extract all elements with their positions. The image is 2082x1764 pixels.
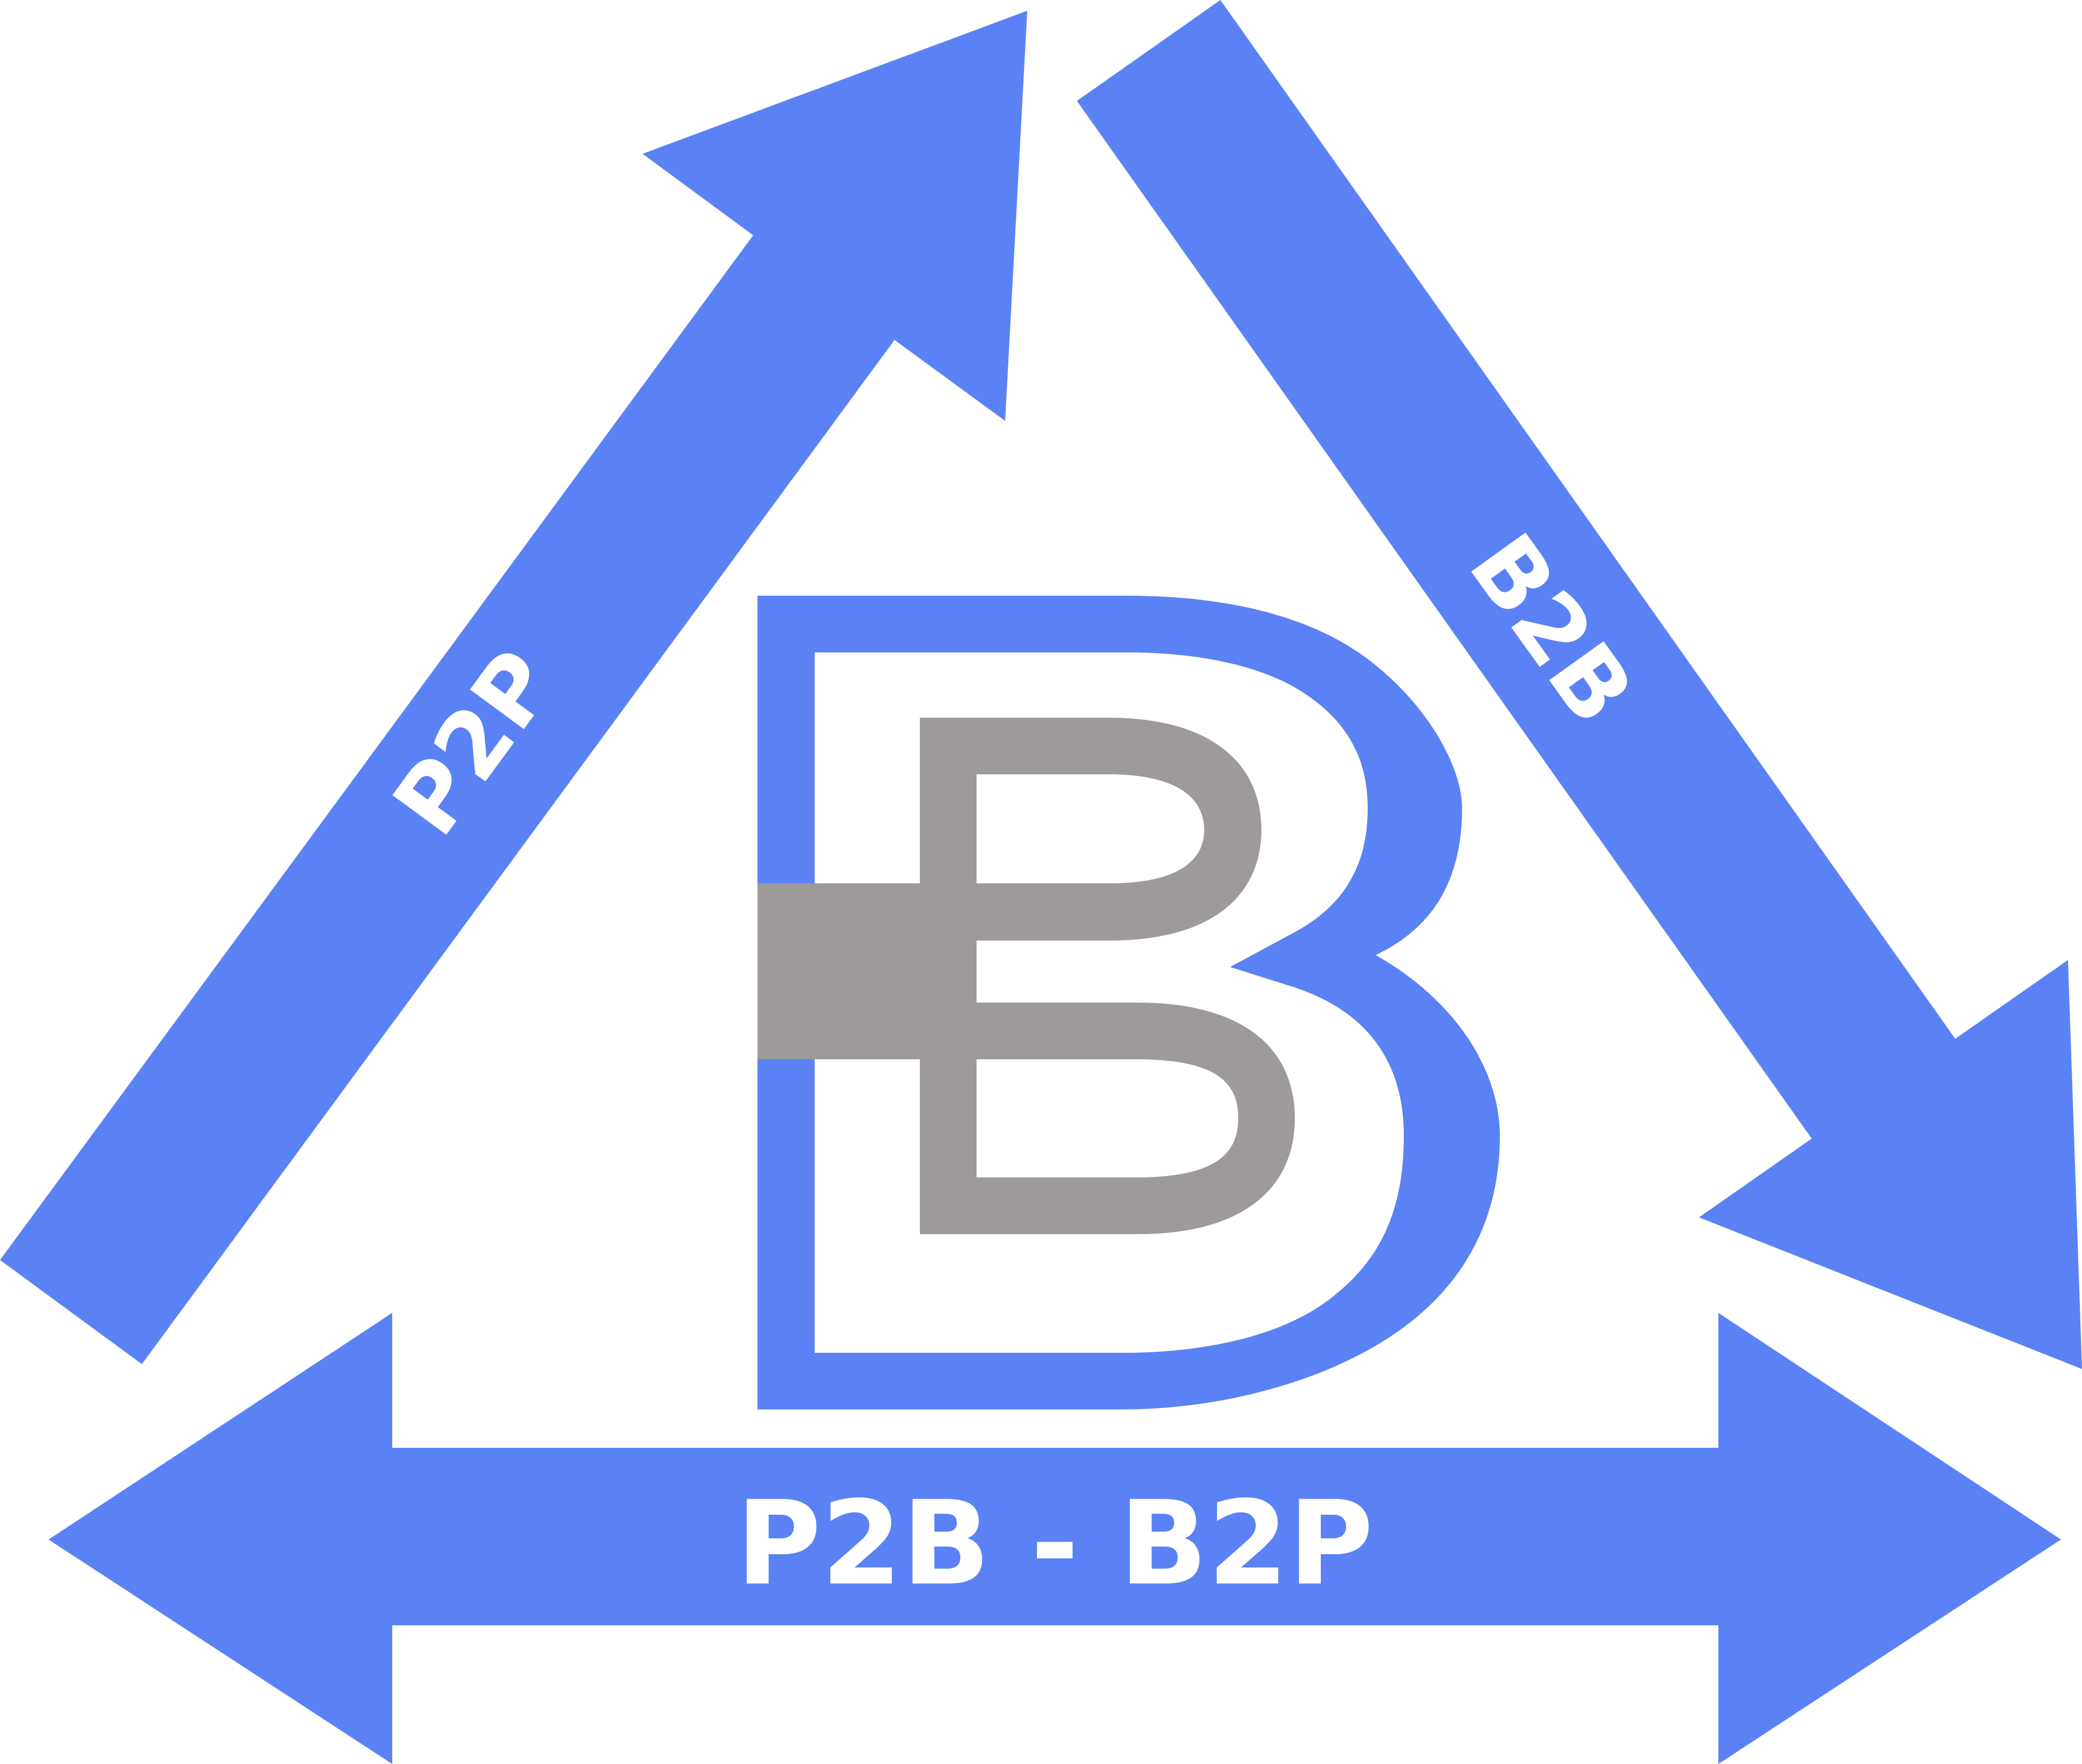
b-outline (757, 596, 1500, 1409)
gray-crossbar-bottom (757, 1003, 977, 1059)
gray-crossbar-top (757, 883, 977, 941)
p2b-b2p-arrow-label: P2B - B2P (736, 1476, 1373, 1611)
gray-b (757, 718, 1295, 1234)
p2b-b2p-arrow: P2B - B2P (49, 1313, 2061, 1764)
p2p-arrow-shape (0, 11, 1027, 1364)
p2p-arrow: P2P (0, 11, 1027, 1364)
p2b-b2p-arrow-shape (49, 1313, 2061, 1764)
b2b-arrow-shape (1077, 0, 2082, 1369)
